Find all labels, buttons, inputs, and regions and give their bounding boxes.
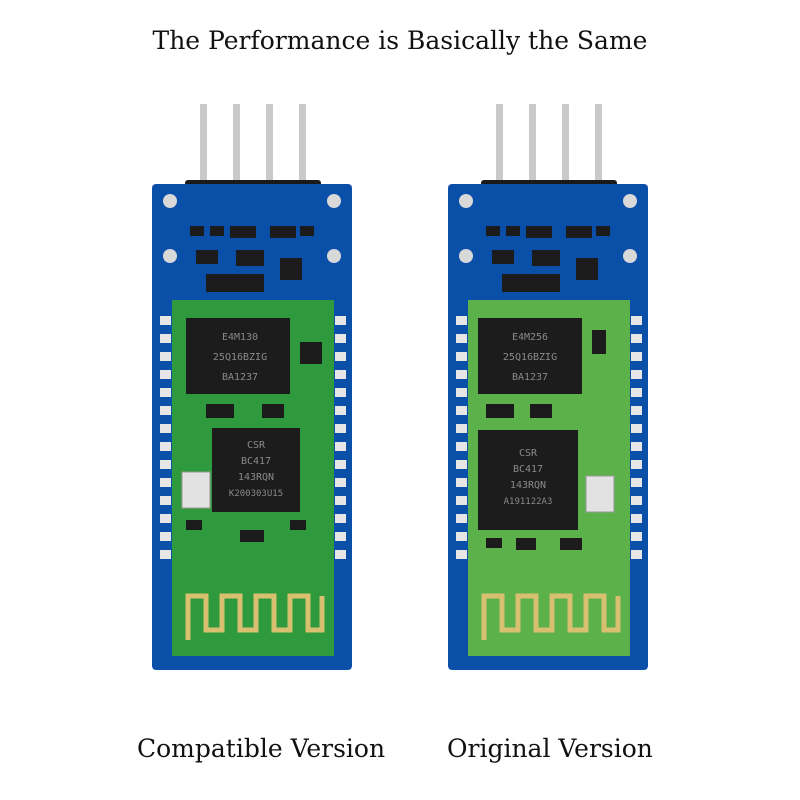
flash-chip-line-3: BA1237: [512, 372, 548, 383]
original-version-caption: Original Version: [447, 734, 653, 763]
flash-chip-line-1: E4M256: [512, 332, 548, 343]
bluetooth-chip: [212, 428, 300, 512]
bt-chip-line-1: CSR: [519, 448, 538, 459]
bt-chip-line-2: BC417: [513, 464, 543, 475]
bt-chip-line-3: 143RQN: [510, 480, 546, 491]
crystal: [585, 475, 615, 513]
castellated-pads: [456, 316, 642, 559]
flash-chip: [478, 318, 582, 394]
flash-chip-line-2: 25Q16BZIG: [213, 352, 267, 363]
bt-chip-line-3: 143RQN: [238, 472, 274, 483]
bt-chip-line-1: CSR: [247, 440, 266, 451]
bluetooth-chip: [478, 430, 578, 530]
castellated-pads: [160, 316, 346, 559]
crystal: [181, 471, 211, 509]
flash-chip-line-1: E4M130: [222, 332, 258, 343]
flash-chip: [186, 318, 290, 394]
flash-chip-line-3: BA1237: [222, 372, 258, 383]
antenna-trace: [481, 593, 621, 640]
bt-chip-line-2: BC417: [241, 456, 271, 467]
bt-chip-line-4: A191122A3: [504, 497, 553, 507]
compatible-version-caption: Compatible Version: [137, 734, 386, 763]
antenna-trace: [185, 593, 325, 640]
flash-chip-line-2: 25Q16BZIG: [503, 352, 557, 363]
page-title: The Performance is Basically the Same: [152, 26, 648, 55]
bt-chip-line-4: K200303U15: [229, 489, 283, 499]
